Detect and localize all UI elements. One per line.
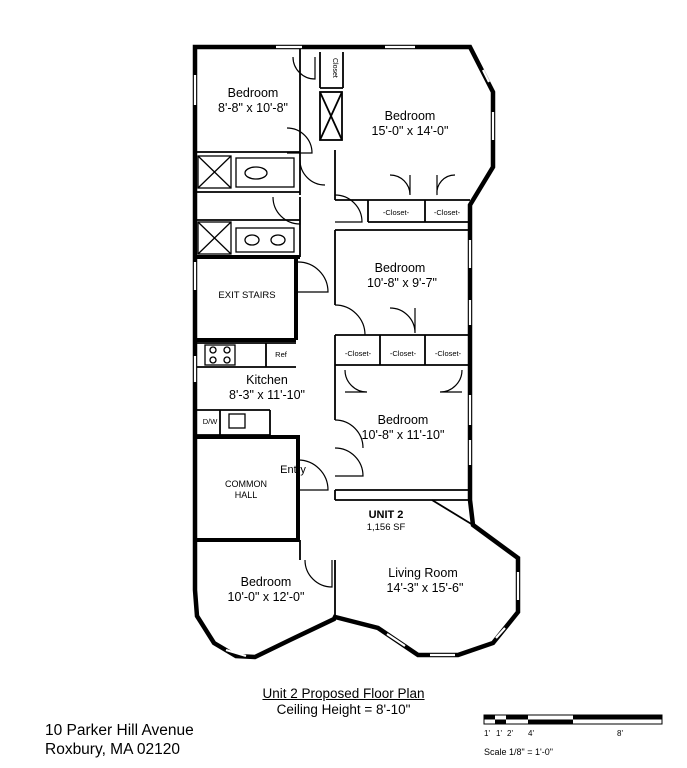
room-dims-bedroom-nw: 8'-8" x 10'-8" bbox=[218, 101, 288, 115]
unit-area: 1,156 SF bbox=[367, 522, 406, 533]
room-dims-bedroom-sw: 10'-0" x 12'-0" bbox=[228, 590, 305, 604]
bath-fixtures bbox=[197, 155, 295, 429]
scale-tick-4: 4' bbox=[528, 729, 534, 738]
room-dims-kitchen: 8'-3" x 11'-10" bbox=[229, 388, 305, 402]
unit-name: UNIT 2 bbox=[369, 509, 404, 521]
windows bbox=[193, 45, 520, 658]
ref-label: Ref bbox=[275, 350, 288, 359]
door-swings bbox=[272, 56, 463, 588]
core-walls bbox=[196, 255, 300, 542]
scale-tick-2: 1' bbox=[496, 729, 502, 738]
address-line-1: 10 Parker Hill Avenue bbox=[45, 722, 194, 739]
room-dims-bedroom-ne: 15'-0" x 14'-0" bbox=[372, 124, 449, 138]
room-name-bedroom-se: Bedroom bbox=[378, 413, 429, 427]
exit-stairs-label: EXIT STAIRS bbox=[218, 290, 275, 301]
scale-tick-1: 1' bbox=[484, 729, 490, 738]
ceiling-height: Ceiling Height = 8'-10" bbox=[276, 702, 411, 717]
room-name-living: Living Room bbox=[388, 566, 457, 580]
common-hall-label-1: COMMON bbox=[225, 479, 267, 489]
closet-label-ne-1: -Closet- bbox=[383, 208, 410, 217]
room-dims-bedroom-se: 10'-8" x 11'-10" bbox=[362, 428, 445, 442]
plan-title: Unit 2 Proposed Floor Plan bbox=[262, 686, 425, 701]
closet-label-nw: Closet bbox=[331, 58, 338, 78]
scale-bar bbox=[483, 714, 663, 725]
room-name-bedroom-sw: Bedroom bbox=[241, 575, 292, 589]
closet-label-ne-2: -Closet- bbox=[434, 208, 461, 217]
room-name-bedroom-nw: Bedroom bbox=[228, 86, 279, 100]
closet-label-mid-2: -Closet- bbox=[390, 349, 417, 358]
scale-tick-5: 8' bbox=[617, 729, 623, 738]
scale-tick-3: 2' bbox=[507, 729, 513, 738]
closet-label-mid-3: -Closet- bbox=[435, 349, 462, 358]
common-hall-label-2: HALL bbox=[235, 490, 258, 500]
closet-label-mid-1: -Closet- bbox=[345, 349, 372, 358]
room-dims-bedroom-mid: 10'-8" x 9'-7" bbox=[367, 276, 437, 290]
room-name-bedroom-mid: Bedroom bbox=[375, 261, 426, 275]
scale-label: Scale 1/8" = 1'-0" bbox=[484, 747, 553, 757]
address-line-2: Roxbury, MA 02120 bbox=[45, 741, 180, 758]
room-dims-living: 14'-3" x 15'-6" bbox=[387, 581, 464, 595]
dw-label: D/W bbox=[203, 417, 219, 426]
entry-label: Entry bbox=[280, 464, 306, 476]
room-name-bedroom-ne: Bedroom bbox=[385, 109, 436, 123]
floor-plan-diagram: Bedroom 8'-8" x 10'-8" Bedroom 15'-0" x … bbox=[192, 44, 521, 660]
room-name-kitchen: Kitchen bbox=[246, 373, 288, 387]
